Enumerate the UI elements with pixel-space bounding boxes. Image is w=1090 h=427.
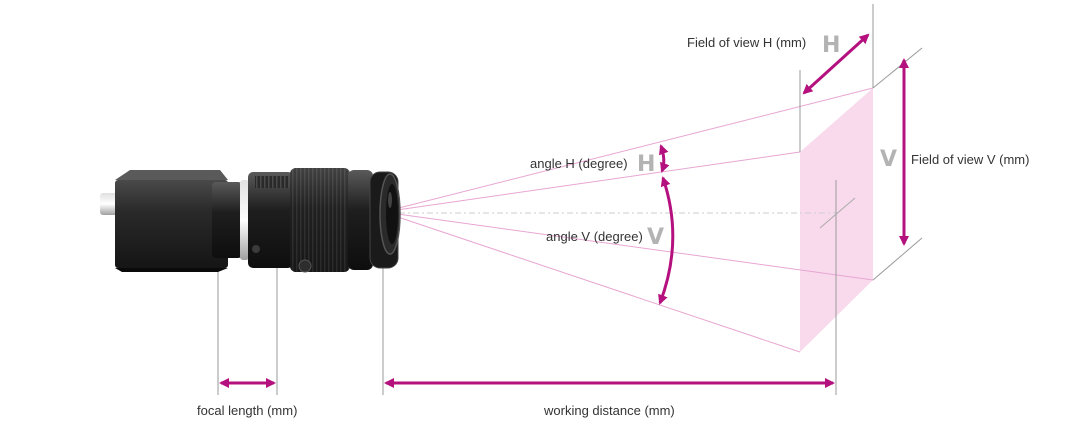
camera-icon	[100, 168, 401, 273]
marker-fov-v: V	[880, 147, 897, 172]
angle-h-arc	[658, 144, 670, 173]
marker-angle-v: V	[647, 225, 664, 250]
label-fov-v: Field of view V (mm)	[911, 152, 1029, 167]
view-rays	[382, 87, 874, 353]
dimension-arrows	[219, 33, 909, 388]
label-focal-length: focal length (mm)	[197, 403, 297, 418]
angle-v-arc	[658, 176, 675, 305]
label-angle-h: angle H (degree)	[530, 156, 628, 171]
marker-fov-h: H	[822, 33, 840, 58]
fov-h-arrow	[802, 33, 870, 95]
label-working-distance: working distance (mm)	[543, 403, 675, 418]
label-fov-h: Field of view H (mm)	[687, 35, 806, 50]
marker-angle-h: H	[637, 152, 655, 177]
label-angle-v: angle V (degree)	[546, 229, 643, 244]
